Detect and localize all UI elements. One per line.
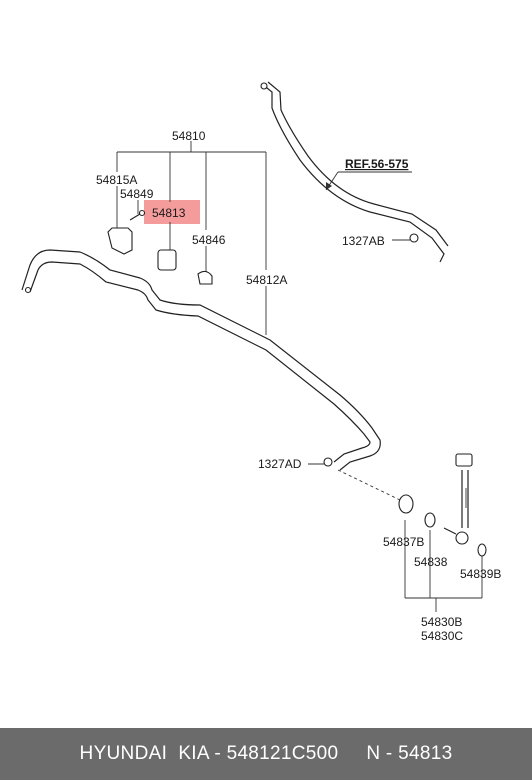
label-bar: 54812A bbox=[246, 273, 287, 287]
label-bolt: 54849 bbox=[120, 187, 154, 201]
highlight-box bbox=[144, 200, 200, 224]
label-link-c: 54830C bbox=[421, 629, 463, 643]
parts-diagram: 54810 54815A 54849 54813 54846 54812A RE… bbox=[21, 81, 501, 643]
label-nut-top: 1327AB bbox=[342, 234, 385, 248]
label-bush-c: 54839B bbox=[460, 567, 501, 581]
leader-lines bbox=[116, 141, 483, 612]
label-clamp: 54846 bbox=[192, 233, 226, 247]
footer-part: N - 54813 bbox=[366, 743, 453, 764]
label-main-assy: 54810 bbox=[172, 129, 206, 143]
footer-brand: HYUNDAI KIA - 548121C500 bbox=[79, 743, 339, 764]
label-bracket: 54815A bbox=[96, 173, 137, 187]
label-link-b: 54830B bbox=[421, 615, 462, 629]
label-bush-a: 54837B bbox=[383, 535, 424, 549]
label-bush-b: 54838 bbox=[414, 555, 448, 569]
footer-bar: HYUNDAI KIA - 548121C500 N - 54813 bbox=[0, 728, 532, 780]
label-nut-mid: 1327AD bbox=[258, 457, 302, 471]
parts-icons bbox=[107, 209, 487, 557]
brake-hose-icon bbox=[260, 81, 449, 263]
stabilizer-bar-icon bbox=[21, 249, 381, 471]
label-ref: REF.56-575 bbox=[345, 157, 409, 171]
label-bushing-highlight: 54813 bbox=[152, 206, 186, 220]
